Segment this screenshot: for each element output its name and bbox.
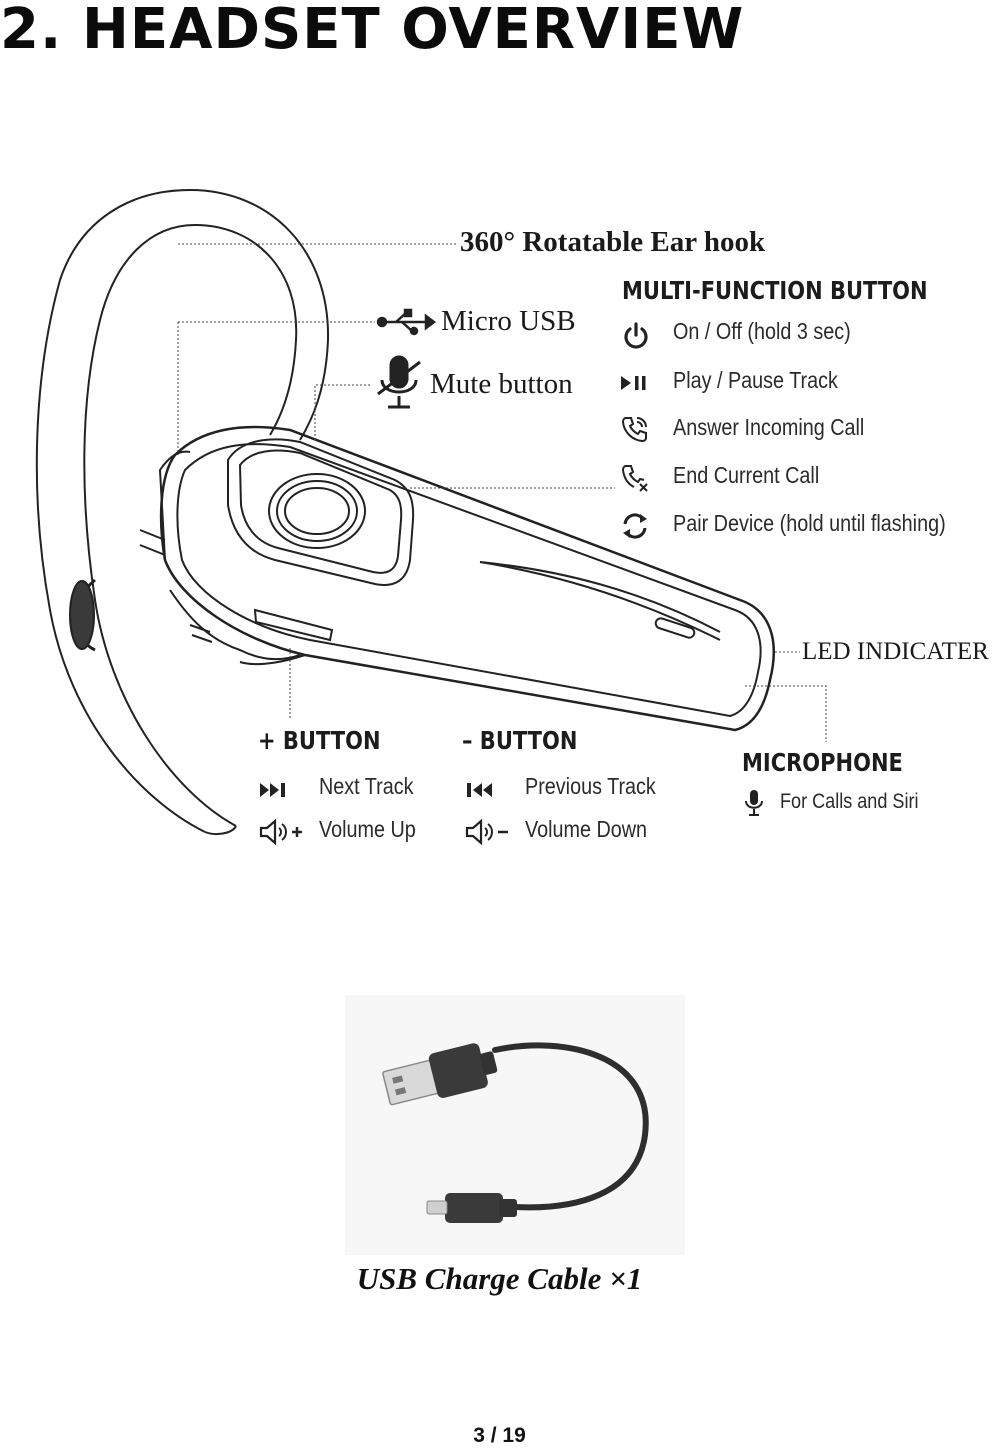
play-pause-icon — [621, 376, 646, 390]
microphone-icon — [745, 790, 763, 816]
next-track-icon — [260, 783, 285, 797]
microphone-item-label: For Calls and Siri — [780, 790, 919, 813]
answer-call-icon — [621, 417, 647, 443]
section-title: HEADSET OVERVIEW — [82, 0, 745, 62]
power-icon — [624, 322, 648, 349]
minus-button-title: – BUTTON — [462, 726, 578, 755]
mute-button-label: Mute button — [430, 368, 573, 400]
micro-usb-label: Micro USB — [441, 305, 576, 337]
multi-function-item-label: Answer Incoming Call — [673, 414, 865, 440]
section-heading: 2. HEADSET OVERVIEW — [0, 0, 744, 60]
plus-button-item-label: Volume Up — [319, 816, 416, 842]
plus-button-title: + BUTTON — [258, 726, 381, 755]
usb-icon — [376, 308, 436, 336]
minus-button-item-label: Volume Down — [525, 816, 648, 842]
multi-function-title: MULTI-FUNCTION BUTTON — [622, 276, 928, 305]
cable-caption: USB Charge Cable ×1 — [356, 1261, 643, 1296]
usb-cable-image — [345, 995, 685, 1255]
pair-refresh-icon — [623, 513, 647, 539]
multi-function-item-label: Pair Device (hold until flashing) — [673, 510, 946, 536]
multi-function-item-label: End Current Call — [673, 462, 820, 488]
section-number: 2. — [0, 0, 63, 62]
volume-down-icon — [465, 818, 508, 846]
page-number: 3 / 19 — [473, 1424, 526, 1447]
ear-hook-label: 360° Rotatable Ear hook — [460, 226, 766, 258]
mute-microphone-icon — [377, 355, 421, 409]
previous-track-icon — [467, 783, 492, 797]
plus-button-item-label: Next Track — [319, 773, 414, 799]
led-indicator-label: LED INDICATER — [802, 638, 989, 665]
multi-function-item-label: On / Off (hold 3 sec) — [673, 318, 851, 344]
minus-button-item-label: Previous Track — [525, 773, 656, 799]
end-call-icon — [622, 465, 648, 492]
headset-diagram — [35, 188, 827, 835]
multi-function-item-label: Play / Pause Track — [673, 367, 838, 393]
volume-up-icon — [259, 818, 302, 846]
microphone-title: MICROPHONE — [742, 748, 903, 777]
